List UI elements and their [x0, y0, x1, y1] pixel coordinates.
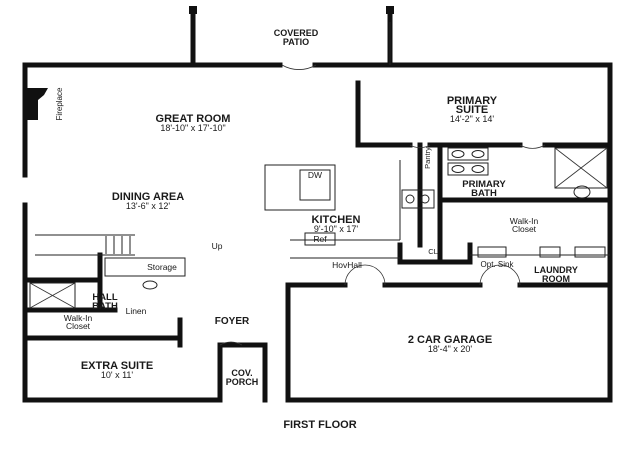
dishwasher-label: DW	[308, 170, 322, 180]
hall-bath-label-1: HALL	[92, 292, 118, 303]
kitchen-label: KITCHEN	[312, 214, 361, 226]
garage-label: 2 CAR GARAGE	[408, 334, 492, 346]
stairs-up-label: Up	[212, 241, 223, 251]
foyer-label: FOYER	[215, 316, 250, 327]
extra-closet-label-2: Closet	[66, 321, 91, 331]
kitchen-size: 9'-10" x 17'	[314, 224, 358, 234]
hall-bath-label-2: BATH	[92, 301, 118, 312]
primary-suite-label-1: PRIMARY	[447, 95, 498, 107]
primary-bath-label-2: BATH	[471, 188, 497, 199]
dining-area-size: 13'-6" x 12'	[126, 201, 170, 211]
hovhall-label: HovHall	[332, 260, 362, 270]
covered-patio-label-1: COVERED	[274, 28, 319, 38]
optional-sink-label: Opt. Sink	[481, 260, 515, 269]
primary-bath-label-1: PRIMARY	[462, 179, 506, 190]
extra-suite-size: 10' x 11'	[101, 370, 134, 380]
fireplace-label: Fireplace	[55, 87, 64, 120]
dining-area-label: DINING AREA	[112, 191, 184, 203]
closet-cl-label: CL	[428, 247, 438, 256]
laundry-room-label-1: LAUNDRY	[534, 265, 578, 275]
cov-porch-label-2: PORCH	[226, 377, 259, 387]
pantry-label: Pantry	[423, 147, 432, 169]
laundry-room-label-2: ROOM	[542, 274, 570, 284]
floor-title: FIRST FLOOR	[283, 419, 356, 431]
fixture-lines	[25, 22, 610, 346]
extra-closet-label-1: Walk-In	[64, 313, 93, 323]
refrigerator-label: Ref	[313, 234, 327, 244]
primary-suite-size: 14'-2" x 14'	[450, 114, 494, 124]
primary-closet-label-1: Walk-In	[510, 216, 539, 226]
garage-size: 18'-4" x 20'	[428, 344, 472, 354]
covered-patio-label-2: PATIO	[283, 37, 309, 47]
primary-closet-label-2: Closet	[512, 224, 537, 234]
extra-suite-label: EXTRA SUITE	[81, 360, 153, 372]
great-room-size: 18'-10" x 17'-10"	[160, 123, 225, 133]
primary-suite-label-2: SUITE	[456, 104, 488, 116]
storage-label: Storage	[147, 262, 177, 272]
cov-porch-label-1: COV.	[231, 368, 252, 378]
interior-walls	[22, 80, 613, 403]
linen-label: Linen	[126, 306, 147, 316]
great-room-label: GREAT ROOM	[156, 113, 231, 125]
